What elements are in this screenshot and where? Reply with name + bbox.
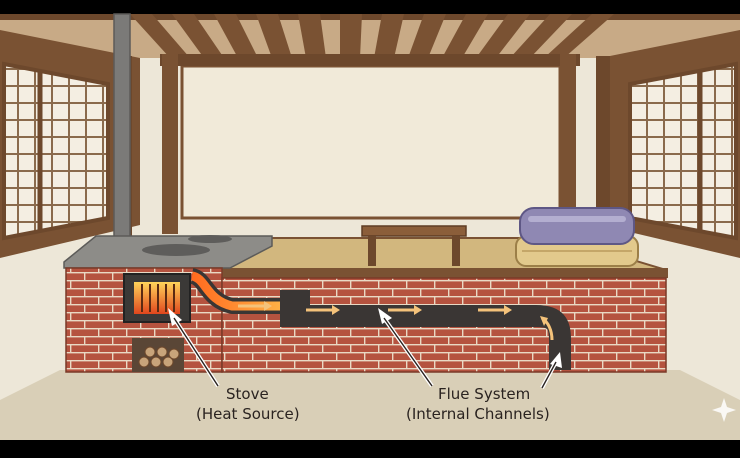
flue-channel [189,268,571,370]
flow-arrow [306,305,340,315]
sparkle-icon [712,398,736,422]
right-window [596,30,740,258]
flue-label-subtitle: (Internal Channels) [406,405,550,423]
stove-top [63,235,273,269]
flow-arrow [238,301,272,311]
flow-arrow [388,305,422,315]
folded-bedding [515,207,639,267]
flue-label: Flue System (Internal Channels) [406,384,550,424]
stove-firebox [123,273,191,323]
heat-flow-arrows [238,301,554,341]
stove-label-subtitle: (Heat Source) [196,405,300,423]
low-table [361,225,467,266]
flow-arrow [478,305,512,315]
flue-label-title: Flue System [438,385,531,403]
stove-label-title: Stove [226,385,269,403]
stove-label: Stove (Heat Source) [196,384,300,424]
firewood-storage [132,338,184,372]
flow-arrow [540,316,554,341]
chimney-pipe [113,13,131,251]
